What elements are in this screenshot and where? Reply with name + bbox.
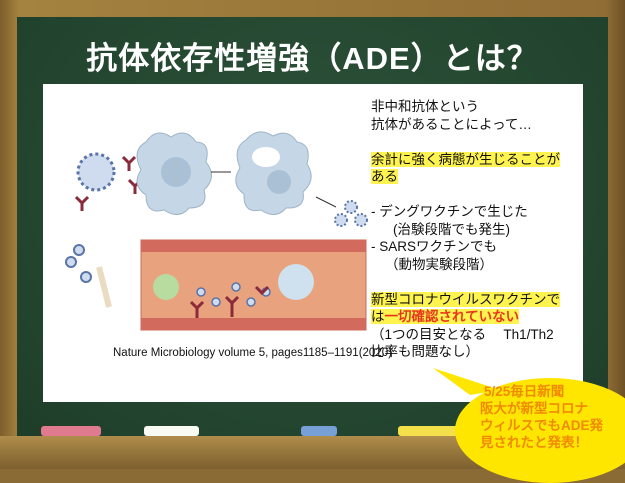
virus-icon xyxy=(76,152,116,192)
callout-line: 見されたと発表！ xyxy=(480,435,588,450)
callout-line: 阪大が新型コロナ xyxy=(480,401,588,416)
white-chalk xyxy=(144,426,199,436)
callout-tail xyxy=(433,368,500,395)
figure-caption: Nature Microbiology volume 5, pages1185–… xyxy=(113,347,392,359)
bullet-item: - デングワクチンで生じた xyxy=(371,204,528,219)
bullet-item: - SARSワクチンでも xyxy=(371,239,498,254)
callout-line: 5/25毎日新聞 xyxy=(484,384,565,399)
page-title: 抗体依存性増強（ADE）とは？ xyxy=(86,41,539,76)
highlighted-text: は xyxy=(371,309,385,324)
note-line: 比率も問題なし） xyxy=(371,344,479,359)
news-callout-bubble xyxy=(455,378,625,483)
highlighted-text: 余計に強く病態が生じることが xyxy=(371,151,560,167)
slide-panel: Nature Microbiology volume 5, pages1185–… xyxy=(43,84,583,402)
note-line: （1つの目安となる Th1/Th2 xyxy=(371,326,554,342)
blue-chalk xyxy=(301,426,337,436)
slide-text: 非中和抗体という 抗体があることによって… 余計に強く病態が生じることが ある … xyxy=(371,98,581,361)
text-line: 非中和抗体という xyxy=(371,99,479,114)
immune-complex xyxy=(65,244,112,308)
callout-line: ウィルスでもADE発 xyxy=(480,418,604,433)
ade-mechanism-figure xyxy=(65,131,368,331)
bullet-subitem: (治験段階でも発生) xyxy=(393,221,510,237)
highlighted-text: ある xyxy=(371,169,398,184)
news-callout-text: 5/25毎日新聞 阪大が新型コロナ ウィルスでもADE発 見されたと発表！ xyxy=(480,383,603,451)
emphasis-text: 一切確認されていない xyxy=(384,309,520,324)
bullet-subitem: （動物実験段階） xyxy=(385,256,493,272)
pink-chalk xyxy=(41,426,101,436)
text-line: 抗体があることによって… xyxy=(371,116,532,132)
yellow-chalk xyxy=(398,426,458,436)
highlighted-text: 新型コロナウイルスワクチンで xyxy=(371,291,560,307)
